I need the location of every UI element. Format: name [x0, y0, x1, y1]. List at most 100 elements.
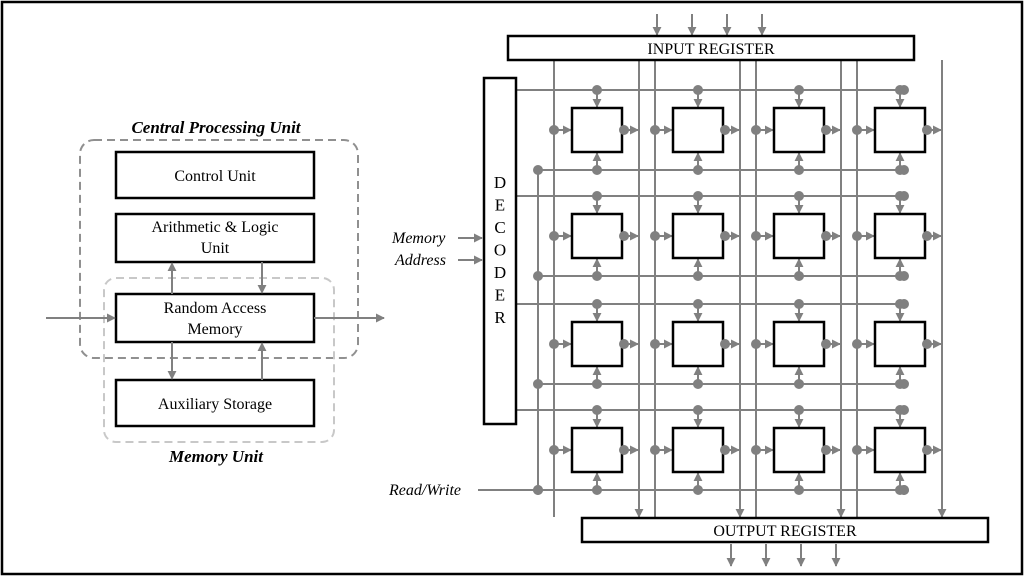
junction-dot: [592, 405, 602, 415]
junction-dot: [592, 191, 602, 201]
ram-label-line2: Memory: [187, 321, 242, 338]
junction-dot: [650, 125, 660, 135]
junction-dot: [922, 125, 932, 135]
junction-dot: [852, 445, 862, 455]
junction-dot: [693, 379, 703, 389]
bus-junction-dot: [533, 379, 543, 389]
line-end-dot: [899, 379, 909, 389]
junction-dot: [720, 445, 730, 455]
junction-dot: [592, 165, 602, 175]
line-end-dot: [899, 191, 909, 201]
line-end-dot: [899, 485, 909, 495]
memory-cell: [772, 426, 826, 474]
memory-address-label-line1: Memory: [391, 230, 446, 247]
memory-cell: [671, 426, 725, 474]
output-register-label: OUTPUT REGISTER: [713, 523, 857, 540]
ram-label-line1: Random Access: [164, 300, 267, 317]
junction-dot: [821, 445, 831, 455]
memory-cell: [772, 320, 826, 368]
decoder-box: [482, 76, 518, 426]
input-register-box: [506, 34, 916, 62]
cpu-title: Central Processing Unit: [131, 118, 301, 137]
output-register-box: [580, 516, 990, 544]
junction-dot: [821, 231, 831, 241]
memory-cell: [873, 212, 927, 260]
alu-label-line1: Arithmetic & Logic: [151, 219, 278, 236]
line-end-dot: [899, 299, 909, 309]
input-register-label: INPUT REGISTER: [647, 41, 775, 58]
control-unit-label: Control Unit: [174, 168, 256, 185]
junction-dot: [794, 85, 804, 95]
alu-label-line2: Unit: [201, 240, 230, 257]
junction-dot: [549, 231, 559, 241]
junction-dot: [650, 339, 660, 349]
junction-dot: [751, 339, 761, 349]
line-end-dot: [899, 271, 909, 281]
junction-dot: [852, 339, 862, 349]
junction-dot: [549, 445, 559, 455]
decoder-letter: R: [494, 308, 506, 327]
control-unit-box: [114, 150, 316, 200]
junction-dot: [619, 231, 629, 241]
junction-dot: [794, 405, 804, 415]
auxiliary-storage-label: Auxiliary Storage: [158, 396, 272, 413]
memory-cell: [772, 212, 826, 260]
line-end-dot: [899, 165, 909, 175]
junction-dot: [592, 85, 602, 95]
memory-address-label-line2: Address: [394, 252, 446, 269]
junction-dot: [794, 271, 804, 281]
decoder-letter: O: [494, 241, 506, 260]
junction-dot: [922, 445, 932, 455]
junction-dot: [693, 271, 703, 281]
junction-dot: [693, 165, 703, 175]
memory-cells: [570, 106, 927, 474]
junction-dot: [922, 231, 932, 241]
memory-cell: [570, 212, 624, 260]
junction-dot: [720, 339, 730, 349]
junction-dot: [693, 405, 703, 415]
junction-dot: [751, 125, 761, 135]
junction-dot: [794, 191, 804, 201]
memory-cell: [570, 320, 624, 368]
junction-dot: [549, 339, 559, 349]
junction-dot: [619, 125, 629, 135]
junction-dot: [650, 445, 660, 455]
junction-dot: [821, 125, 831, 135]
memory-cell: [873, 426, 927, 474]
junction-dot: [619, 339, 629, 349]
decoder-letter: E: [495, 286, 505, 305]
junction-dot: [619, 445, 629, 455]
junction-dot: [592, 379, 602, 389]
memory-cell: [772, 106, 826, 154]
cpu-block-diagram: Central Processing Unit Memory Unit Cont…: [46, 118, 385, 466]
memory-cell: [873, 320, 927, 368]
ram-box: [114, 292, 316, 344]
decoder-letter: D: [494, 263, 506, 282]
memory-unit-dashed-boundary: [103, 277, 335, 443]
junction-dot: [650, 231, 660, 241]
memory-cell: [671, 320, 725, 368]
grid-nodes: [533, 85, 932, 495]
junction-dot: [751, 445, 761, 455]
junction-dot: [693, 191, 703, 201]
memory-cell: [570, 106, 624, 154]
junction-dot: [922, 339, 932, 349]
junction-dot: [794, 299, 804, 309]
junction-dot: [693, 299, 703, 309]
memory-cell: [570, 426, 624, 474]
junction-dot: [794, 485, 804, 495]
junction-dot: [549, 125, 559, 135]
bus-junction-dot: [533, 165, 543, 175]
cpu-dashed-boundary: [79, 139, 359, 359]
line-end-dot: [899, 85, 909, 95]
junction-dot: [751, 231, 761, 241]
read-write-label: Read/Write: [388, 482, 461, 499]
line-end-dot: [899, 405, 909, 415]
junction-dot: [852, 125, 862, 135]
alu-box: [114, 212, 316, 264]
junction-dot: [592, 485, 602, 495]
